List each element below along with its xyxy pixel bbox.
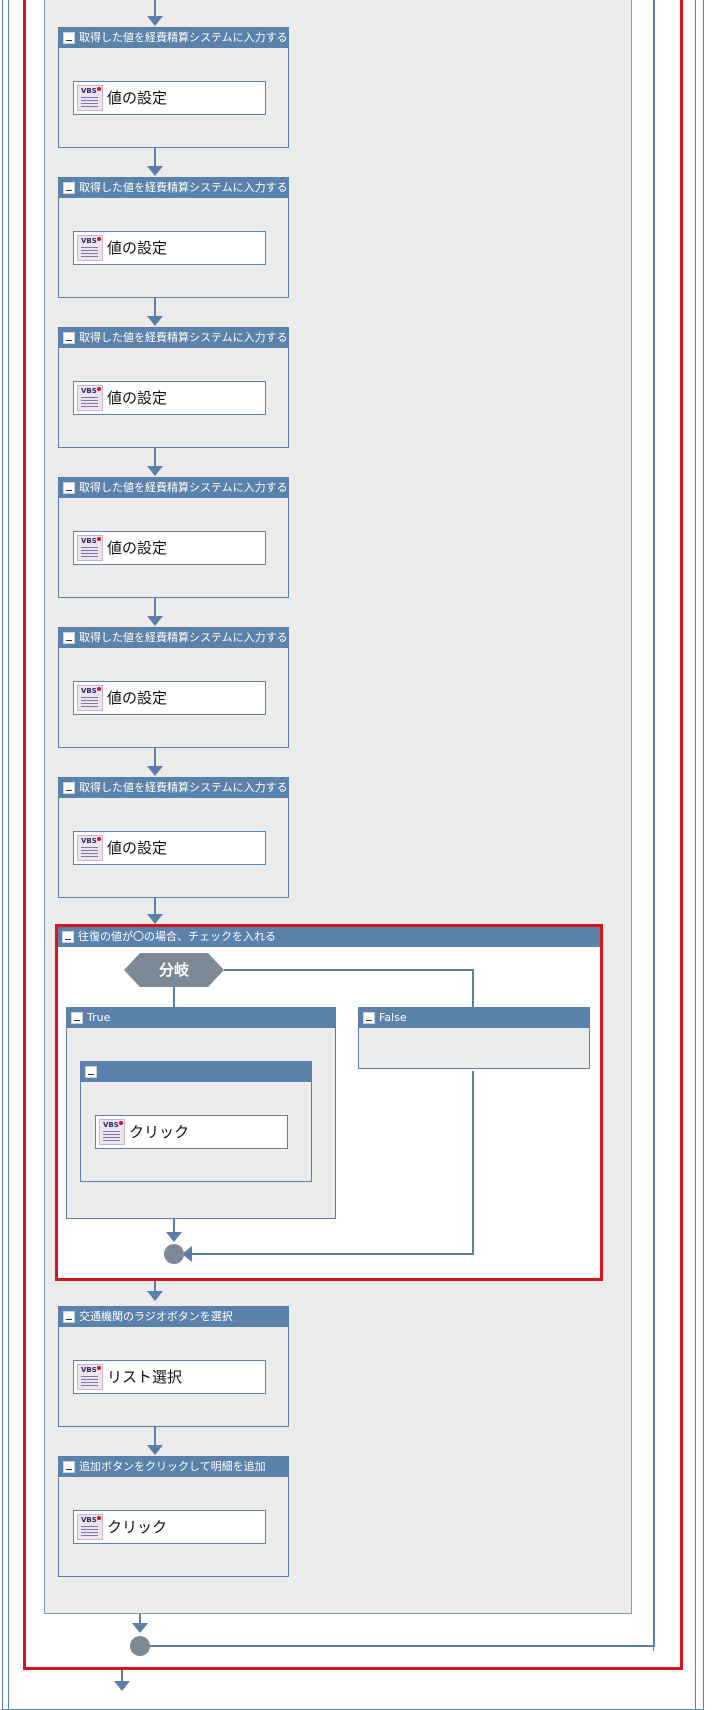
- true-branch-label: True: [67, 1008, 335, 1028]
- vbs-script-icon: VBS: [99, 1119, 125, 1145]
- connector: [154, 148, 156, 168]
- activity-label: 値の設定: [107, 839, 168, 857]
- loop-end-node: [130, 1636, 150, 1656]
- connector-arrow: [147, 16, 163, 26]
- block-title: 交通機関のラジオボタンを選択: [59, 1307, 288, 1327]
- connector: [154, 598, 156, 618]
- connector: [139, 1614, 141, 1626]
- inner-sequence-title: [81, 1062, 311, 1082]
- collapse-icon[interactable]: [63, 182, 75, 194]
- block-title: 取得した値を経費精算システムに入力する: [59, 28, 288, 48]
- connector: [154, 748, 156, 768]
- collapse-icon[interactable]: [62, 931, 74, 943]
- vbs-script-icon: VBS: [77, 1364, 103, 1390]
- false-connector: [224, 969, 474, 971]
- loop-return-connector: [653, 0, 655, 1647]
- activity-label: 値の設定: [107, 689, 168, 707]
- connector-arrow: [147, 766, 163, 776]
- connector-arrow: [147, 1445, 163, 1455]
- activity-set-value[interactable]: VBS 値の設定: [73, 681, 266, 715]
- activity-label: 値の設定: [107, 389, 168, 407]
- connector: [121, 1670, 123, 1684]
- connector-arrow: [147, 914, 163, 924]
- block-title: 取得した値を経費精算システムに入力する: [59, 628, 288, 648]
- branch-group[interactable]: 往復の値が〇の場合、チェックを入れる 分岐 True VBS クリック Fals…: [55, 924, 603, 1281]
- true-connector: [173, 987, 175, 1007]
- activity-click[interactable]: VBS クリック: [73, 1510, 266, 1544]
- connector: [154, 448, 156, 468]
- sequence-block[interactable]: 取得した値を経費精算システムに入力する VBS 値の設定: [58, 327, 289, 448]
- collapse-icon[interactable]: [63, 332, 75, 344]
- block-title: 追加ボタンをクリックして明細を追加: [59, 1457, 288, 1477]
- false-branch-label: False: [359, 1008, 589, 1028]
- activity-set-value[interactable]: VBS 値の設定: [73, 81, 266, 115]
- vbs-script-icon: VBS: [77, 835, 103, 861]
- collapse-icon[interactable]: [63, 482, 75, 494]
- collapse-icon[interactable]: [63, 32, 75, 44]
- activity-set-value[interactable]: VBS 値の設定: [73, 231, 266, 265]
- vbs-script-icon: VBS: [77, 535, 103, 561]
- inner-sequence[interactable]: VBS クリック: [80, 1061, 312, 1182]
- connector: [154, 298, 156, 318]
- activity-list-select[interactable]: VBS リスト選択: [73, 1360, 266, 1394]
- vbs-script-icon: VBS: [77, 1514, 103, 1540]
- collapse-icon[interactable]: [363, 1012, 375, 1024]
- loop-return-connector: [150, 1645, 654, 1647]
- sequence-block[interactable]: 追加ボタンをクリックして明細を追加 VBS クリック: [58, 1456, 289, 1577]
- collapse-icon[interactable]: [85, 1066, 97, 1078]
- collapse-icon[interactable]: [63, 1311, 75, 1323]
- activity-label: 値の設定: [107, 89, 168, 107]
- sequence-block[interactable]: 取得した値を経費精算システムに入力する VBS 値の設定: [58, 27, 289, 148]
- block-title: 取得した値を経費精算システムに入力する: [59, 478, 288, 498]
- vbs-script-icon: VBS: [77, 235, 103, 261]
- sequence-block[interactable]: 取得した値を経費精算システムに入力する VBS 値の設定: [58, 477, 289, 598]
- activity-set-value[interactable]: VBS 値の設定: [73, 531, 266, 565]
- connector: [154, 1427, 156, 1447]
- vbs-script-icon: VBS: [77, 85, 103, 111]
- false-return-connector: [191, 1253, 474, 1255]
- false-branch[interactable]: False: [358, 1007, 590, 1069]
- selected-loop-highlight[interactable]: [23, 0, 683, 1670]
- collapse-icon[interactable]: [71, 1012, 83, 1024]
- block-title: 取得した値を経費精算システムに入力する: [59, 778, 288, 798]
- collapse-icon[interactable]: [63, 1461, 75, 1473]
- branch-end-node: [164, 1244, 184, 1264]
- decision-diamond[interactable]: [124, 953, 224, 987]
- sequence-block[interactable]: 交通機関のラジオボタンを選択 VBS リスト選択: [58, 1306, 289, 1427]
- collapse-icon[interactable]: [63, 782, 75, 794]
- connector-arrow: [182, 1246, 192, 1262]
- sequence-block[interactable]: 取得した値を経費精算システムに入力する VBS 値の設定: [58, 627, 289, 748]
- connector: [154, 1281, 156, 1293]
- activity-click[interactable]: VBS クリック: [95, 1115, 288, 1149]
- activity-set-value[interactable]: VBS 値の設定: [73, 381, 266, 415]
- connector-arrow: [147, 166, 163, 176]
- true-branch[interactable]: True VBS クリック: [66, 1007, 336, 1219]
- connector-arrow: [132, 1623, 148, 1633]
- branch-group-title: 往復の値が〇の場合、チェックを入れる: [58, 927, 600, 947]
- sequence-block[interactable]: 取得した値を経費精算システムに入力する VBS 値の設定: [58, 777, 289, 898]
- activity-label: 値の設定: [107, 539, 168, 557]
- connector-arrow: [166, 1232, 182, 1242]
- vbs-script-icon: VBS: [77, 685, 103, 711]
- connector-arrow: [147, 1291, 163, 1301]
- activity-label: クリック: [129, 1123, 190, 1141]
- connector: [154, 898, 156, 917]
- activity-label: クリック: [107, 1518, 168, 1536]
- decision-label: 分岐: [158, 961, 189, 979]
- connector-arrow: [147, 466, 163, 476]
- collapse-icon[interactable]: [63, 632, 75, 644]
- connector-arrow: [114, 1681, 130, 1691]
- activity-set-value[interactable]: VBS 値の設定: [73, 831, 266, 865]
- vbs-script-icon: VBS: [77, 385, 103, 411]
- false-return-connector: [472, 1071, 474, 1255]
- block-title: 取得した値を経費精算システムに入力する: [59, 178, 288, 198]
- activity-label: リスト選択: [107, 1368, 183, 1386]
- sequence-block[interactable]: 取得した値を経費精算システムに入力する VBS 値の設定: [58, 177, 289, 298]
- connector-arrow: [147, 616, 163, 626]
- connector: [154, 0, 156, 18]
- join-connector: [173, 1219, 175, 1236]
- block-title: 取得した値を経費精算システムに入力する: [59, 328, 288, 348]
- activity-label: 値の設定: [107, 239, 168, 257]
- connector-arrow: [147, 316, 163, 326]
